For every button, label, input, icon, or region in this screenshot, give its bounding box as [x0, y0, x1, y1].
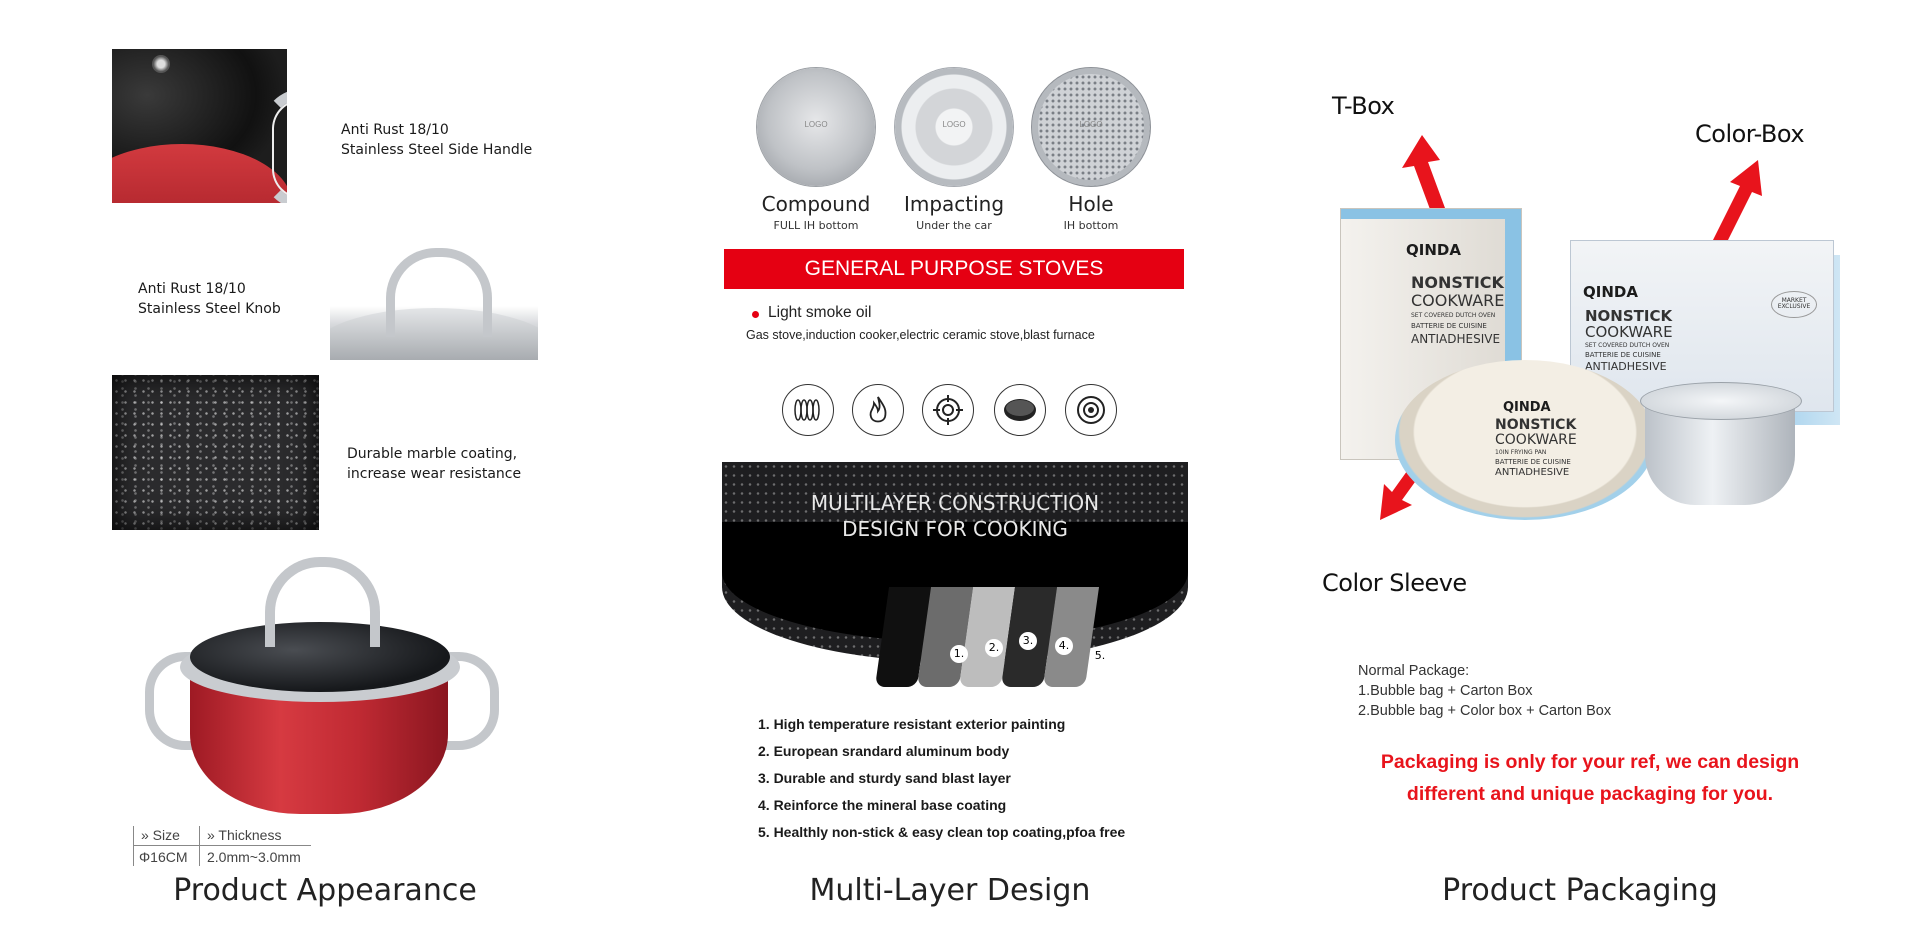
side-handle-photo	[112, 49, 287, 203]
disc-label: Hole	[1068, 192, 1114, 216]
saucepan-lid	[1640, 382, 1802, 420]
gas-burner-icon	[922, 384, 974, 436]
packaging-caption: Product Packaging	[1442, 873, 1718, 908]
layer-number: 1.	[950, 645, 968, 663]
compound-bottom-disc: LOGO	[757, 68, 875, 186]
disc-label: Compound	[761, 192, 871, 216]
size-value: Φ16CM	[139, 849, 188, 865]
side-handle-feature: Anti Rust 18/10 Stainless Steel Side Han…	[341, 120, 532, 160]
bullet-text: Light smoke oil	[768, 304, 872, 321]
casserole-pot-photo	[140, 552, 510, 814]
knob-feature: Anti Rust 18/10 Stainless Steel Knob	[138, 279, 281, 319]
package-text: SET COVERED DUTCH OVEN	[1585, 342, 1670, 349]
package-text: ANTIADHESIVE	[1585, 360, 1667, 373]
package-text: ANTIADHESIVE	[1411, 332, 1501, 346]
layer-number: 2.	[985, 639, 1003, 657]
layer-number: 5.	[1091, 647, 1109, 665]
cross-section-title: MULTILAYER CONSTRUCTION DESIGN FOR COOKI…	[722, 490, 1188, 542]
stoves-banner: GENERAL PURPOSE STOVES	[724, 249, 1184, 289]
cross-section-title-line: MULTILAYER CONSTRUCTION	[810, 491, 1100, 515]
brand-logo: QINDA	[1583, 283, 1638, 301]
disc-logo: LOGO	[804, 120, 828, 129]
marble-coating-photo	[112, 375, 319, 530]
package-text: BATTERIE DE CUISINE	[1495, 458, 1571, 466]
package-text: ANTIADHESIVE	[1495, 467, 1570, 478]
cross-section-title-line: DESIGN FOR COOKING	[842, 517, 1068, 541]
disc-sublabel: Under the car	[916, 219, 992, 232]
pan-cross-section: MULTILAYER CONSTRUCTION DESIGN FOR COOKI…	[722, 462, 1188, 698]
feature-line: Durable marble coating,	[347, 446, 518, 462]
package-text: COOKWARE	[1411, 291, 1505, 310]
feature-line: Anti Rust 18/10	[138, 281, 246, 297]
impacting-bottom-disc: LOGO	[895, 68, 1013, 186]
multilayer-caption: Multi-Layer Design	[809, 873, 1091, 908]
feature-line: Anti Rust 18/10	[341, 122, 449, 138]
thickness-header: » Thickness	[207, 827, 282, 843]
package-text: 10IN FRYING PAN	[1495, 449, 1547, 456]
brand-logo: QINDA	[1406, 241, 1461, 259]
tbox-label: T-Box	[1332, 92, 1395, 120]
disc-label: Impacting	[903, 192, 1005, 216]
layer-number: 4.	[1055, 637, 1073, 655]
package-option: 1.Bubble bag + Carton Box	[1358, 683, 1533, 699]
package-text: COOKWARE	[1585, 323, 1673, 341]
stoves-list: Gas stove,induction cooker,electric cera…	[746, 328, 1095, 342]
packaging-note-line: Packaging is only for your ref, we can d…	[1380, 751, 1800, 773]
layer-list-item: 2. European srandard aluminum body	[758, 743, 1010, 759]
layer-list-item: 4. Reinforce the mineral base coating	[758, 797, 1007, 813]
hole-bottom-disc: LOGO	[1032, 68, 1150, 186]
bullet-dot-icon	[752, 311, 759, 318]
feature-line: Stainless Steel Knob	[138, 301, 281, 317]
package-text: NONSTICK	[1411, 273, 1504, 292]
packaging-note-line: different and unique packaging for you.	[1406, 783, 1774, 805]
marble-feature: Durable marble coating, increase wear re…	[347, 444, 521, 484]
layer-number: 3.	[1019, 632, 1037, 650]
induction-icon	[1065, 384, 1117, 436]
feature-line: Stainless Steel Side Handle	[341, 142, 533, 158]
disc-sublabel: FULL IH bottom	[773, 219, 859, 232]
layer-list-item: 1. High temperature resistant exterior p…	[758, 716, 1066, 732]
flame-icon	[852, 384, 904, 436]
hot-plate-icon	[994, 384, 1046, 436]
package-title: Normal Package:	[1358, 663, 1470, 679]
size-header: » Size	[141, 827, 180, 843]
package-text: NONSTICK	[1585, 307, 1673, 325]
package-text: BATTERIE DE CUISINE	[1585, 351, 1661, 359]
market-exclusive-badge: MARKET EXCLUSIVE	[1771, 291, 1817, 318]
color-sleeve-package: QINDA NONSTICK COOKWARE 10IN FRYING PAN …	[1395, 360, 1655, 520]
sleeve-label: Color Sleeve	[1322, 569, 1467, 597]
layer-list-item: 5. Healthly non-stick & easy clean top c…	[758, 824, 1126, 840]
feature-line: increase wear resistance	[347, 466, 522, 482]
package-text: SET COVERED DUTCH OVEN	[1411, 312, 1496, 319]
package-text: BATTERIE DE CUISINE	[1411, 322, 1487, 330]
disc-logo: LOGO	[942, 120, 966, 129]
appearance-caption: Product Appearance	[173, 873, 477, 908]
package-option: 2.Bubble bag + Color box + Carton Box	[1358, 703, 1612, 719]
package-text: COOKWARE	[1495, 432, 1577, 448]
disc-sublabel: IH bottom	[1063, 219, 1119, 232]
knob-photo	[330, 240, 538, 360]
disc-logo: LOGO	[1079, 120, 1103, 129]
coil-stove-icon	[782, 384, 834, 436]
packaging-note: Packaging is only for your ref, we can d…	[1330, 746, 1850, 810]
thickness-value: 2.0mm~3.0mm	[207, 849, 301, 865]
layer-list-item: 3. Durable and sturdy sand blast layer	[758, 770, 1011, 786]
colorbox-label: Color-Box	[1695, 120, 1805, 148]
package-text: NONSTICK	[1495, 417, 1577, 433]
brand-logo: QINDA	[1503, 400, 1551, 415]
